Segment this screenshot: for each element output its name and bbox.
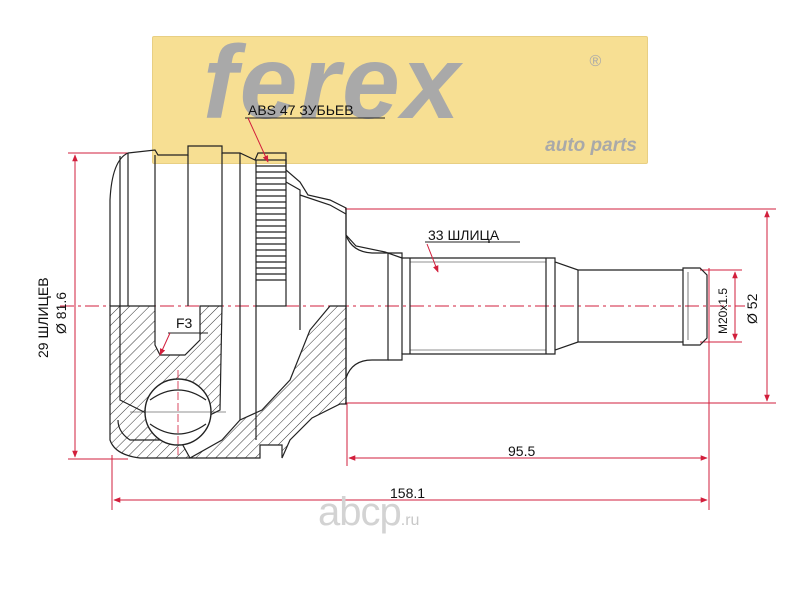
inner-splines-label: 29 ШЛИЦЕВ — [35, 277, 51, 358]
brand-tagline: auto parts — [545, 135, 637, 156]
seal-diameter-label: Ø 52 — [744, 293, 760, 324]
shaft-length-label: 95.5 — [508, 443, 536, 459]
watermark-domain: .ru — [400, 512, 420, 529]
joint-housing — [109, 145, 403, 307]
registered-mark: ® — [589, 53, 601, 70]
joint-section — [109, 305, 347, 459]
thread-label: M20x1.5 — [716, 287, 730, 334]
shaft — [345, 208, 708, 404]
shaft-splines-label: 33 ШЛИЦА — [428, 227, 500, 243]
fit-label: F3 — [176, 315, 193, 331]
dimension-lines — [60, 152, 776, 510]
watermark-name: аbcp — [318, 490, 402, 534]
leaders — [159, 117, 520, 356]
watermark: аbcp.ru — [318, 492, 419, 532]
total-length-label: 158.1 — [390, 485, 426, 501]
abs-teeth-label: ABS 47 ЗУБЬЕВ — [248, 102, 354, 118]
outer-diameter-label: Ø 81.6 — [53, 291, 69, 334]
